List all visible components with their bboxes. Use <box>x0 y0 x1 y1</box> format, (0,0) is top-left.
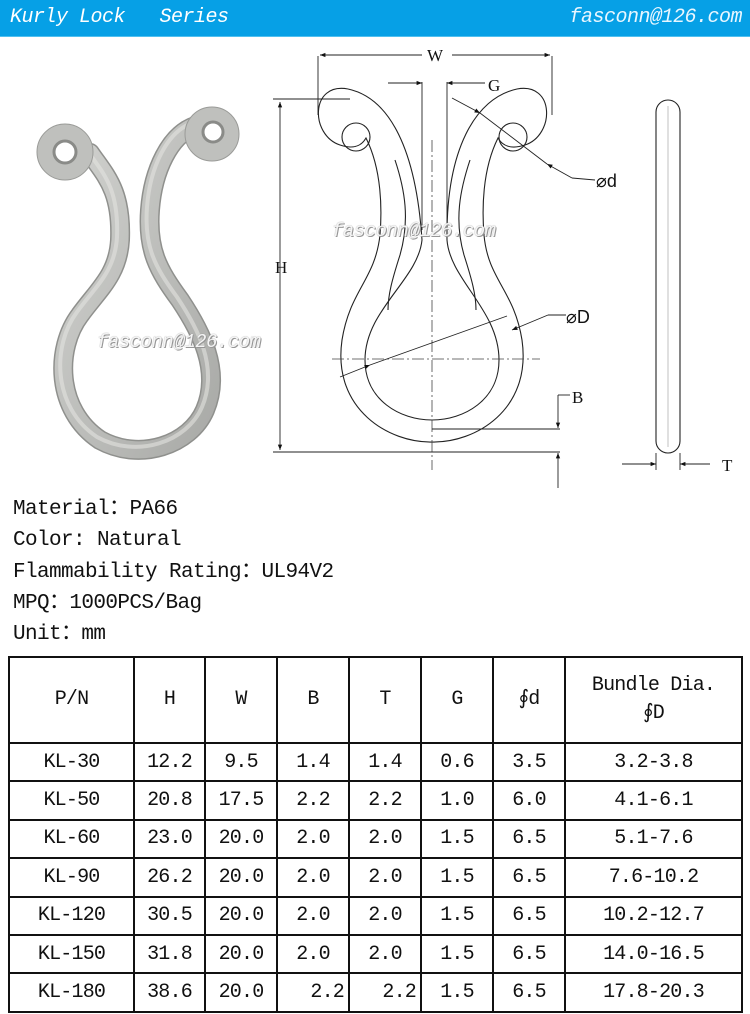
cell-h: 23.0 <box>133 818 206 860</box>
cell-g: 1.5 <box>420 895 494 936</box>
dim-label-b: B <box>572 388 583 407</box>
cell-pn: KL-30 <box>8 741 135 783</box>
cell-t: 2.0 <box>348 933 422 975</box>
cell-bundle: 5.1-7.6 <box>564 818 743 860</box>
cell-d: 6.5 <box>492 972 566 1013</box>
cell-bundle: 3.2-3.8 <box>564 741 743 783</box>
cell-t: 2.2 <box>348 780 422 821</box>
cell-pn: KL-120 <box>8 895 135 936</box>
cell-bundle: 10.2-12.7 <box>564 895 743 936</box>
cell-g: 0.6 <box>420 741 494 783</box>
cell-g: 1.5 <box>420 972 494 1013</box>
dim-label-bundle-d: ⌀D <box>566 307 590 327</box>
cell-bundle: 14.0-16.5 <box>564 933 743 975</box>
cell-t: 2.0 <box>348 818 422 860</box>
dim-label-t: T <box>722 456 733 475</box>
cell-b: 2.2 <box>276 780 350 821</box>
cell-d: 6.5 <box>492 933 566 975</box>
watermark: fasconn@126.com <box>97 331 261 353</box>
cell-pn: KL-50 <box>8 780 135 821</box>
cell-t: 2.2 <box>348 972 422 1013</box>
spec-material: Material：PA66 <box>13 498 178 521</box>
spec-flammability: Flammability Rating：UL94V2 <box>13 560 334 584</box>
cell-b: 2.0 <box>276 818 350 860</box>
series-title: Kurly Lock Series <box>10 6 229 29</box>
cell-h: 12.2 <box>133 741 206 783</box>
cell-w: 20.0 <box>204 818 278 860</box>
cell-pn: KL-60 <box>8 818 135 860</box>
table-header-row: P/N H W B T G ∮d Bundle Dia.∮D <box>8 656 743 744</box>
product-render-image <box>36 106 240 460</box>
cell-t: 2.0 <box>348 857 422 898</box>
col-header-d: ∮d <box>492 656 566 744</box>
col-header-t: T <box>348 656 422 744</box>
spec-color: Color: Natural <box>13 529 182 553</box>
cell-h: 38.6 <box>133 972 206 1013</box>
cell-bundle: 7.6-10.2 <box>564 857 743 898</box>
cell-h: 20.8 <box>133 780 206 821</box>
header-bar: Kurly Lock Series fasconn@126.com <box>0 0 750 37</box>
cell-pn: KL-90 <box>8 857 135 898</box>
cell-g: 1.5 <box>420 857 494 898</box>
cell-d: 6.5 <box>492 857 566 898</box>
spec-unit: Unit：mm <box>13 623 106 647</box>
cell-b: 2.0 <box>276 857 350 898</box>
contact-email: fasconn@126.com <box>569 6 742 29</box>
cell-d: 6.5 <box>492 818 566 860</box>
cell-t: 1.4 <box>348 741 422 783</box>
cell-g: 1.5 <box>420 933 494 975</box>
watermark: fasconn@126.com <box>332 220 496 242</box>
cell-w: 20.0 <box>204 857 278 898</box>
spec-list: Material：PA66 Color: Natural Flammabilit… <box>13 494 334 650</box>
dim-label-d: ⌀d <box>596 171 617 191</box>
cell-b: 2.0 <box>276 895 350 936</box>
cell-w: 9.5 <box>204 741 278 783</box>
cell-w: 17.5 <box>204 780 278 821</box>
cell-d: 6.5 <box>492 895 566 936</box>
col-header-pn: P/N <box>8 656 135 744</box>
cell-g: 1.5 <box>420 818 494 860</box>
col-header-b: B <box>276 656 350 744</box>
cell-d: 3.5 <box>492 741 566 783</box>
col-header-g: G <box>420 656 494 744</box>
cell-g: 1.0 <box>420 780 494 821</box>
technical-drawing: W G H B T ⌀d ⌀D <box>273 46 733 488</box>
cell-d: 6.0 <box>492 780 566 821</box>
col-header-bundle-dia: Bundle Dia.∮D <box>564 656 743 744</box>
cell-w: 20.0 <box>204 933 278 975</box>
cell-b: 2.2 <box>276 972 350 1013</box>
dim-label-h: H <box>275 258 287 277</box>
cell-bundle: 4.1-6.1 <box>564 780 743 821</box>
cell-h: 26.2 <box>133 857 206 898</box>
spec-mpq: MPQ：1000PCS/Bag <box>13 591 202 615</box>
dim-label-g: G <box>488 76 500 95</box>
cell-bundle: 17.8-20.3 <box>564 972 743 1013</box>
cell-b: 1.4 <box>276 741 350 783</box>
cell-w: 20.0 <box>204 895 278 936</box>
dim-label-w: W <box>427 46 444 65</box>
cell-h: 31.8 <box>133 933 206 975</box>
cell-pn: KL-180 <box>8 972 135 1013</box>
cell-b: 2.0 <box>276 933 350 975</box>
cell-pn: KL-150 <box>8 933 135 975</box>
cell-w: 20.0 <box>204 972 278 1013</box>
cell-h: 30.5 <box>133 895 206 936</box>
col-header-h: H <box>133 656 206 744</box>
cell-t: 2.0 <box>348 895 422 936</box>
col-header-w: W <box>204 656 278 744</box>
